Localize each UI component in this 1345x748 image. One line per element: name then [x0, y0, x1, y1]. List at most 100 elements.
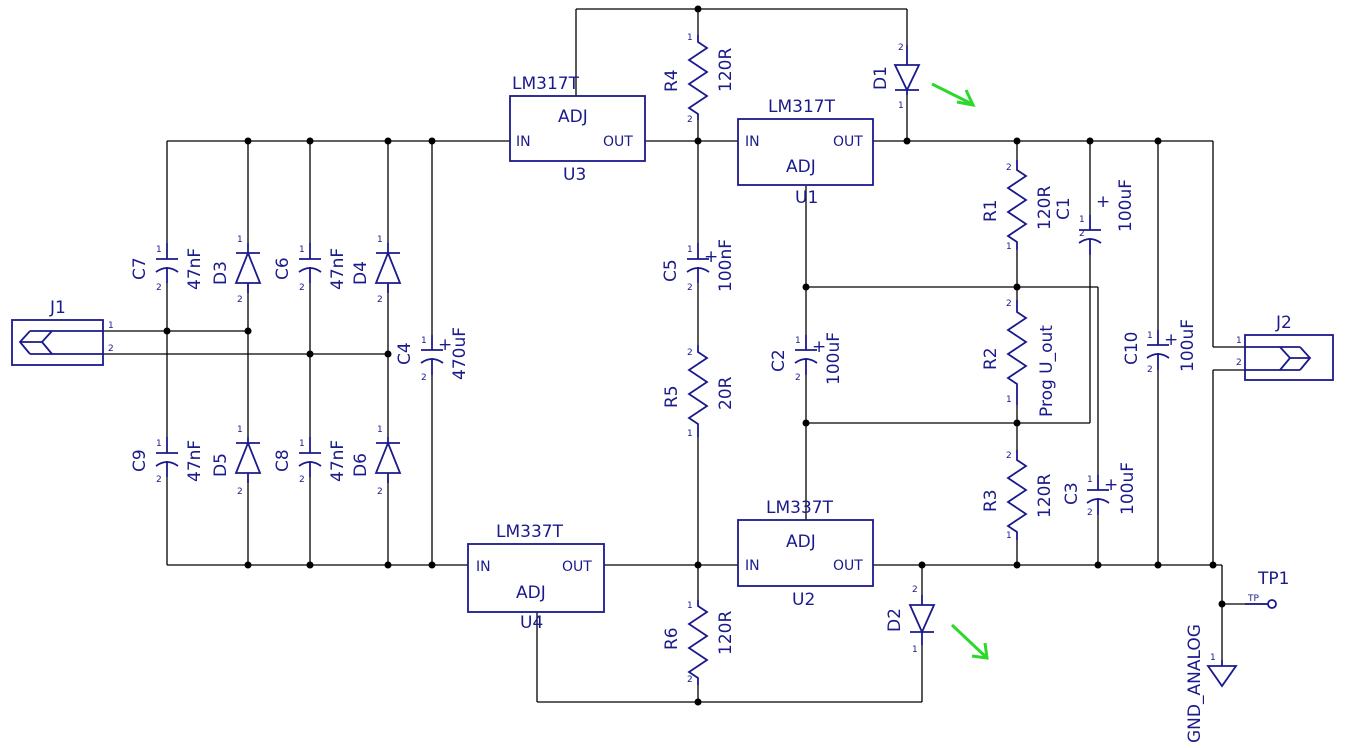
capacitor-ref: C1 [1054, 197, 1074, 220]
testpoint-tp1: TP1 TP [1245, 569, 1289, 609]
connector-j1: J1 1 2 [11, 298, 114, 366]
capacitor-ref: C10 [1122, 331, 1142, 365]
annotation-arrow-icon [950, 623, 989, 660]
pin-number: 1 [237, 425, 243, 435]
capacitor-value: 47nF [185, 248, 205, 290]
resistor-ref: R3 [981, 489, 1001, 512]
pin-number: 1 [687, 245, 693, 255]
resistor-r5: 2 1 R5 20R [662, 345, 736, 439]
resistor-r4: 1 2 R4 120R [662, 33, 736, 125]
regulator-u4: LM337T IN OUT ADJ U4 [467, 522, 605, 633]
pin-number: 2 [156, 475, 162, 485]
pin-number: 1 [687, 33, 693, 43]
resistor-value: 20R [716, 376, 736, 410]
pin-number: 1 [237, 235, 243, 245]
regulator-adj: ADJ [558, 107, 588, 127]
capacitor-ref: C9 [130, 449, 150, 472]
resistor-value: 120R [716, 611, 736, 655]
pin-number: 2 [795, 373, 801, 383]
pin-number: 2 [108, 344, 114, 354]
resistor-value: 120R [716, 48, 736, 92]
diode-ref: D4 [351, 261, 371, 285]
regulator-in: IN [745, 134, 760, 150]
resistor-value: 120R [1035, 474, 1055, 518]
regulator-ref: U1 [795, 188, 818, 208]
regulator-ref: U3 [563, 165, 586, 185]
connector-ref: J2 [1275, 313, 1292, 333]
diode-ref: D1 [871, 66, 891, 90]
plus-mark: + [1164, 330, 1178, 350]
regulator-adj: ADJ [786, 532, 816, 552]
regulator-part: LM317T [512, 74, 580, 94]
pin-number: 1 [898, 101, 904, 111]
resistor-value: Prog U_out [1037, 325, 1057, 417]
capacitor-value: 47nF [328, 248, 348, 290]
pin-number: 2 [898, 43, 904, 53]
capacitor-ref: C4 [395, 342, 415, 365]
diode-d4: 1 2 D4 [351, 235, 402, 305]
regulator-out: OUT [833, 558, 863, 574]
pin-number: 2 [421, 373, 427, 383]
diode-d5: 1 2 D5 [211, 425, 262, 497]
capacitor-ref: C8 [273, 449, 293, 472]
pin-number: 1 [299, 245, 305, 255]
pin-number: 2 [237, 295, 243, 305]
diode-d1: 2 1 D1 [871, 43, 921, 111]
ground-label: GND_ANALOG [1185, 624, 1205, 743]
ground-symbol: 1 GND_ANALOG [1185, 624, 1238, 743]
pin-number: 2 [377, 295, 383, 305]
diode-d2: 2 1 D2 [885, 585, 936, 655]
wires [103, 8, 1268, 703]
junction-dots [163, 5, 1226, 706]
resistor-r3: 2 1 R3 120R [981, 450, 1055, 541]
resistor-r6: 1 2 R6 120R [662, 600, 736, 685]
pin-number: 2 [1006, 163, 1012, 173]
resistor-ref: R1 [981, 199, 1001, 222]
regulator-u1: LM317T IN OUT ADJ U1 [737, 97, 874, 208]
pin-number: 1 [299, 439, 305, 449]
capacitor-c9: 1 2 C9 47nF [130, 437, 205, 485]
regulator-out: OUT [833, 134, 863, 150]
pin-number: 2 [1236, 358, 1242, 368]
pin-number: 2 [1079, 229, 1085, 239]
pin-number: 2 [1006, 451, 1012, 461]
capacitor-value: 47nF [185, 440, 205, 482]
pin-number: 2 [1147, 365, 1153, 375]
pin-number: 1 [156, 245, 162, 255]
regulator-in: IN [516, 134, 531, 150]
annotation-arrow-icon [931, 82, 976, 108]
resistor-ref: R4 [662, 69, 682, 92]
regulator-in: IN [476, 559, 491, 575]
capacitor-ref: C3 [1062, 482, 1082, 505]
pin-number: 1 [687, 429, 693, 439]
capacitor-c3: 1 2 + C3 100uF [1062, 462, 1138, 518]
pin-number: 2 [299, 475, 305, 485]
pin-number: 1 [1006, 395, 1012, 405]
pin-number: 1 [377, 425, 383, 435]
resistor-r1: 2 1 R1 120R [981, 160, 1055, 252]
diode-ref: D2 [885, 608, 905, 632]
regulator-out: OUT [603, 134, 633, 150]
pin-number: 1 [1210, 653, 1216, 663]
pin-number: 2 [687, 675, 693, 685]
capacitor-c7: 1 2 C7 47nF [130, 243, 205, 293]
regulator-out: OUT [562, 559, 592, 575]
capacitor-value: 100uF [824, 332, 844, 385]
pin-number: 1 [421, 336, 427, 346]
plus-mark: + [1104, 475, 1118, 495]
capacitor-value: 100uF [1178, 319, 1198, 372]
regulator-ref: U4 [520, 613, 543, 633]
diode-ref: D6 [351, 453, 371, 477]
capacitor-value: 470uF [450, 327, 470, 380]
resistor-ref: R6 [662, 627, 682, 650]
pin-number: 1 [1006, 531, 1012, 541]
regulator-part: LM317T [768, 97, 836, 117]
capacitor-c8: 1 2 C8 47nF [273, 437, 348, 485]
capacitor-ref: C2 [769, 349, 789, 372]
capacitor-c10: 1 2 + C10 100uF [1122, 319, 1198, 375]
regulator-adj: ADJ [516, 583, 546, 603]
capacitor-c5: 1 2 + C5 100nF [661, 239, 736, 293]
pin-number: 2 [687, 283, 693, 293]
pin-number: 2 [687, 348, 693, 358]
